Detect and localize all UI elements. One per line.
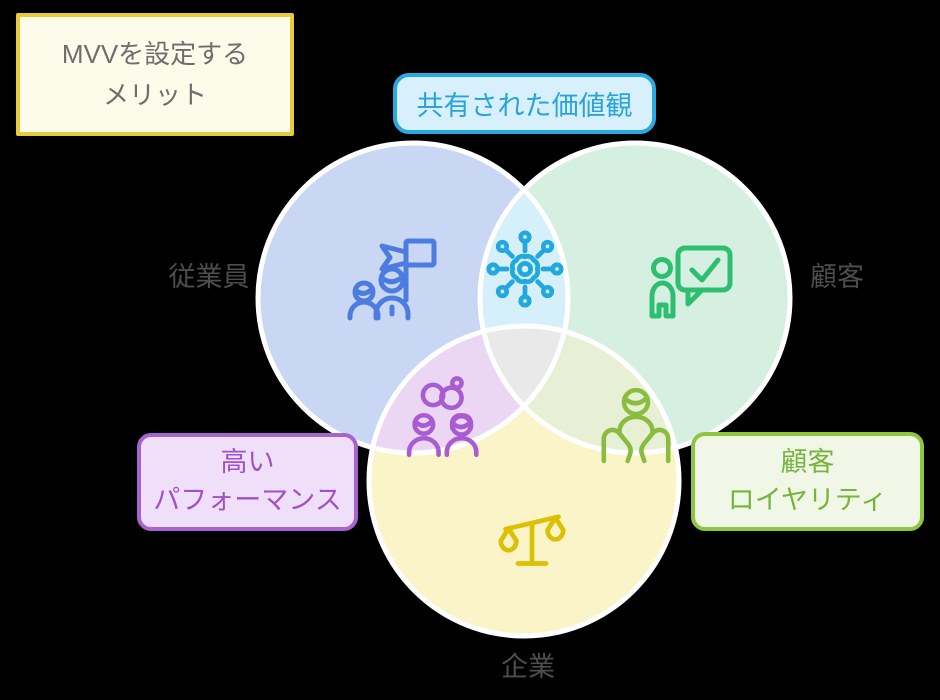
employees-label: 従業員 [168, 262, 250, 292]
care-hands-icon [601, 387, 671, 464]
customers-label: 顧客 [810, 262, 864, 292]
customer-loyalty-line-1: 顧客 [780, 446, 835, 477]
feedback-check-icon [649, 245, 733, 319]
partnership-icon [406, 376, 479, 458]
network-icon [486, 230, 564, 308]
high-performance-line-1: 高い [220, 447, 275, 478]
customer-loyalty-callout: 顧客 ロイヤリティ [691, 432, 924, 531]
high-performance-callout: 高い パフォーマンス [137, 433, 358, 531]
title-line-2: メリット [102, 79, 207, 110]
shared-values-callout: 共有された価値観 [393, 73, 656, 134]
balance-scale-icon [498, 514, 566, 566]
overlap-customer-loyalty-region [480, 326, 679, 453]
team-flag-icon [347, 238, 437, 321]
high-performance-line-2: パフォーマンス [153, 485, 342, 515]
customers-circle-outline [477, 140, 793, 456]
customer-loyalty-line-2: ロイヤリティ [727, 484, 888, 515]
overlap-high-performance-region [369, 326, 568, 453]
title-box: MVVを設定する メリット [16, 13, 294, 136]
title-line-1: MVVを設定する [61, 39, 249, 70]
shared-values-label: 共有された価値観 [416, 91, 633, 121]
company-circle-outline [366, 323, 682, 639]
employees-circle-outline [255, 140, 571, 456]
company-label: 企業 [501, 652, 555, 682]
